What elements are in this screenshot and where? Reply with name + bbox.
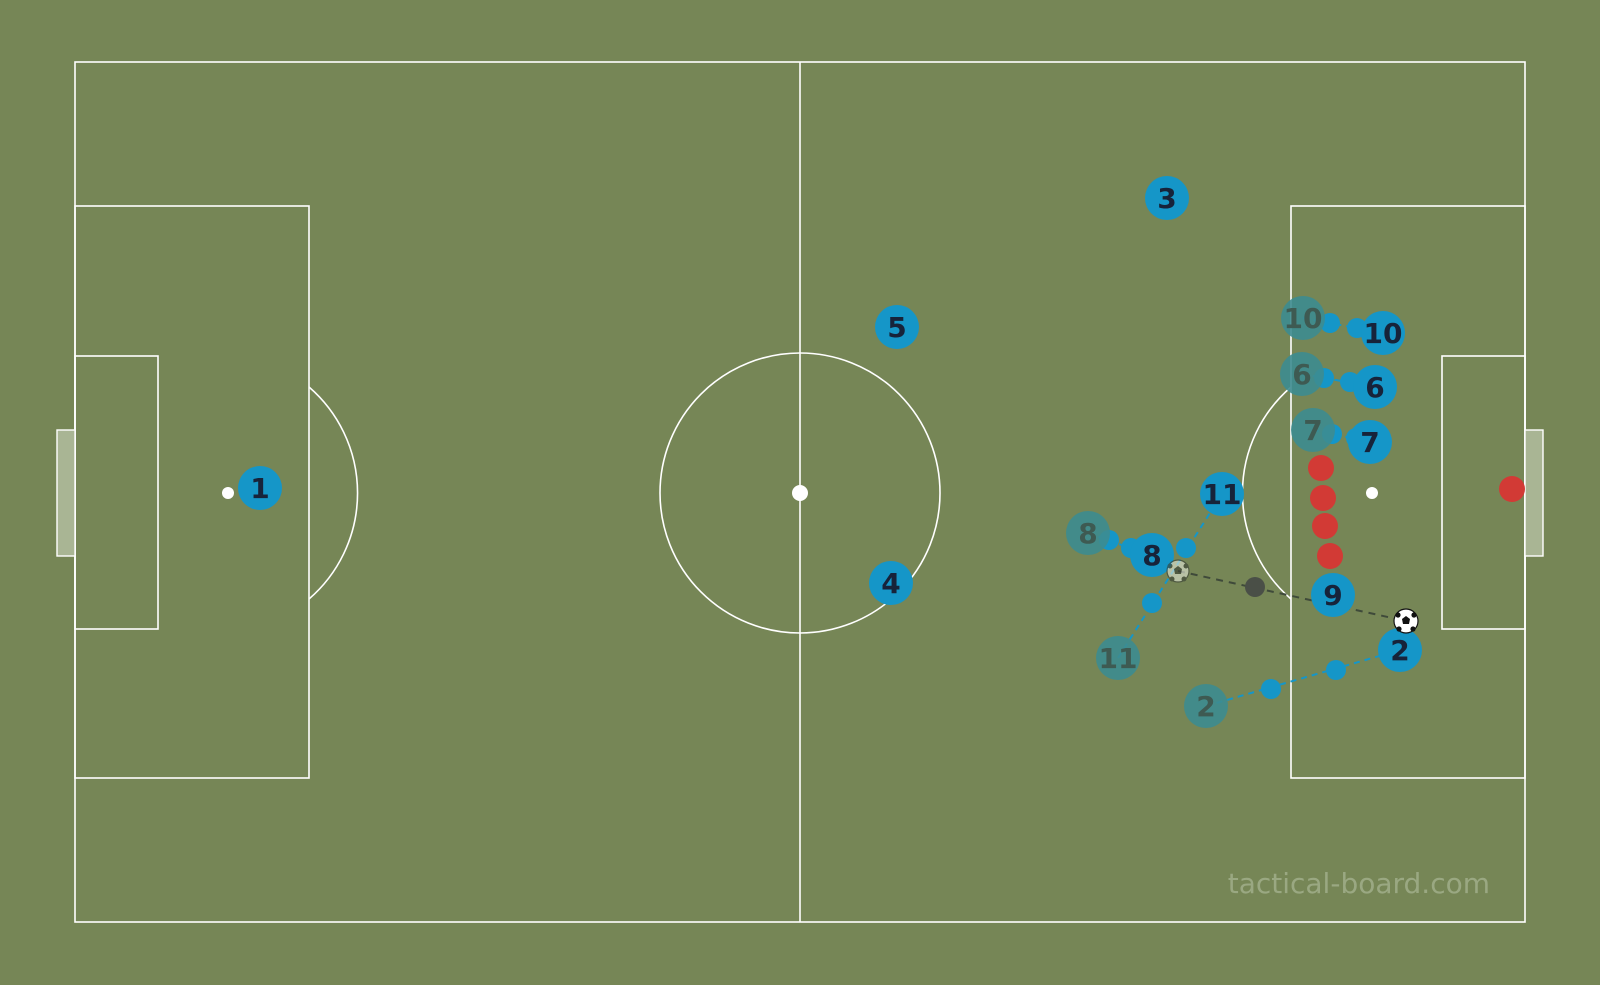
faded-soccer-ball-icon[interactable]: [1166, 559, 1190, 583]
ghost-player-2[interactable]: 2: [1184, 684, 1228, 728]
player-number: 7: [1360, 426, 1379, 459]
center-spot: [792, 485, 808, 501]
ghost-player-number: 10: [1284, 302, 1323, 335]
opponents: [1308, 455, 1525, 569]
right-penalty-spot: [1366, 487, 1378, 499]
ghost-player-8[interactable]: 8: [1066, 511, 1110, 555]
player-token: [1311, 573, 1355, 617]
opponent-token[interactable]: [1308, 455, 1334, 481]
player-number: 3: [1157, 182, 1176, 215]
opponent-token[interactable]: [1310, 485, 1336, 511]
player-token: [1200, 472, 1244, 516]
player-6[interactable]: 6: [1353, 365, 1397, 409]
player-token: [875, 305, 919, 349]
player-5[interactable]: 5: [875, 305, 919, 349]
ghost-players: 10 6 7 8 11 2: [1066, 296, 1335, 728]
player-token: [869, 561, 913, 605]
ghost-player-token: [1291, 408, 1335, 452]
player-token: [238, 466, 282, 510]
player-token: [1361, 311, 1405, 355]
player-number: 4: [881, 567, 900, 600]
pass-waypoint: [1245, 577, 1265, 597]
right-goal: [1524, 429, 1544, 557]
team-players: 1 3 5 4 10 6 7 11: [238, 176, 1422, 672]
ghost-player-number: 2: [1196, 690, 1215, 723]
waypoint: [1142, 593, 1162, 613]
player-token: [1348, 420, 1392, 464]
player-11[interactable]: 11: [1200, 472, 1244, 516]
left-goal-area: [74, 355, 159, 630]
ghost-player-6[interactable]: 6: [1280, 352, 1324, 396]
player-9[interactable]: 9: [1311, 573, 1355, 617]
ghost-player-token: [1281, 296, 1325, 340]
player-number: 10: [1364, 317, 1403, 350]
player-token: [1145, 176, 1189, 220]
ghost-player-token: [1280, 352, 1324, 396]
player-token: [1130, 533, 1174, 577]
player-10[interactable]: 10: [1361, 311, 1405, 355]
player-number: 6: [1365, 371, 1384, 404]
opponent-token[interactable]: [1312, 513, 1338, 539]
ghost-player-7[interactable]: 7: [1291, 408, 1335, 452]
player-1[interactable]: 1: [238, 466, 282, 510]
player-number: 5: [887, 311, 906, 344]
left-penalty-arc: [308, 386, 359, 600]
player-7[interactable]: 7: [1348, 420, 1392, 464]
left-goal: [56, 429, 76, 557]
soccer-ball-icon[interactable]: [1393, 608, 1419, 634]
player-2[interactable]: 2: [1378, 628, 1422, 672]
right-penalty-arc: [1241, 386, 1292, 600]
player-number: 1: [250, 472, 269, 505]
waypoint: [1176, 538, 1196, 558]
player-4[interactable]: 4: [869, 561, 913, 605]
watermark: tactical-board.com: [1228, 867, 1490, 900]
ghost-player-number: 8: [1078, 517, 1097, 550]
pass-line: [1177, 570, 1407, 622]
player-number: 8: [1142, 539, 1161, 572]
waypoint: [1326, 660, 1346, 680]
player-number: 9: [1323, 579, 1342, 612]
player-8[interactable]: 8: [1130, 533, 1174, 577]
player-token: [1353, 365, 1397, 409]
ghost-player-token: [1096, 636, 1140, 680]
player-number: 2: [1390, 634, 1409, 667]
ghost-player-number: 7: [1303, 414, 1322, 447]
center-circle: [659, 352, 941, 634]
ghost-player-token: [1066, 511, 1110, 555]
player-number: 11: [1203, 478, 1242, 511]
opponent-token[interactable]: [1317, 543, 1343, 569]
player-3[interactable]: 3: [1145, 176, 1189, 220]
ghost-player-number: 11: [1099, 642, 1138, 675]
opponent-goalkeeper-token[interactable]: [1499, 476, 1525, 502]
ghost-player-token: [1184, 684, 1228, 728]
left-penalty-spot: [222, 487, 234, 499]
trail-2: [1205, 649, 1401, 707]
ghost-player-11[interactable]: 11: [1096, 636, 1140, 680]
ghost-player-10[interactable]: 10: [1281, 296, 1325, 340]
ghost-player-number: 6: [1292, 358, 1311, 391]
waypoint: [1261, 679, 1281, 699]
player-token: [1378, 628, 1422, 672]
